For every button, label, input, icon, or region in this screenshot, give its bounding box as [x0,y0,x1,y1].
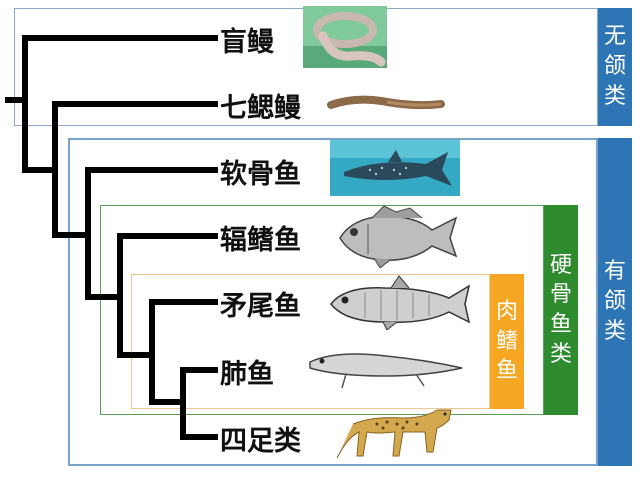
whale-shark-photo [330,140,460,196]
agnatha-label-char: 颌 [603,54,626,80]
lungfish-drawing [309,353,463,389]
agnatha-label-char: 无 [603,24,626,50]
hagfish-photo [303,6,387,68]
lamprey-photo [327,95,445,110]
osteichthyes-label-char: 鱼 [549,312,572,337]
cheetah-photo [336,409,452,459]
coelacanth-drawing [330,275,471,330]
sarcopterygii-label-char: 鳍 [495,328,518,354]
gnathostomata-label-char: 有 [603,259,626,285]
gnathostomata-box [68,138,598,466]
taxon-label-coelacanth: 矛尾鱼 [220,291,301,322]
gnathostomata-label-char: 类 [603,318,626,344]
osteichthyes-label-char: 骨 [549,282,572,308]
agnatha-label-char: 类 [603,83,626,109]
taxon-label-lungfish: 肺鱼 [220,359,274,390]
sarcopterygii-label: 肉 鳍 鱼 [490,274,524,409]
taxon-label-hagfish: 盲鳗 [220,27,274,58]
ray-finned-fish-drawing [339,205,458,268]
osteichthyes-label-char: 类 [549,341,572,367]
osteichthyes-box [100,205,544,415]
taxon-label-ray-finned-fish: 辐鳍鱼 [220,225,301,256]
taxon-label-tetrapods: 四足类 [220,426,301,457]
sarcopterygii-label-char: 肉 [495,298,518,324]
osteichthyes-label: 硬 骨 鱼 类 [544,205,578,415]
agnatha-label: 无 颌 类 [598,8,632,126]
gnathostomata-label-char: 颌 [603,289,626,315]
sarcopterygii-box [131,274,490,409]
taxon-label-cartilaginous-fish: 软骨鱼 [220,159,301,190]
osteichthyes-label-char: 硬 [549,252,572,278]
sarcopterygii-label-char: 鱼 [495,358,518,384]
taxon-label-lamprey: 七鳃鳗 [220,93,301,124]
gnathostomata-label: 有 颌 类 [598,138,632,466]
